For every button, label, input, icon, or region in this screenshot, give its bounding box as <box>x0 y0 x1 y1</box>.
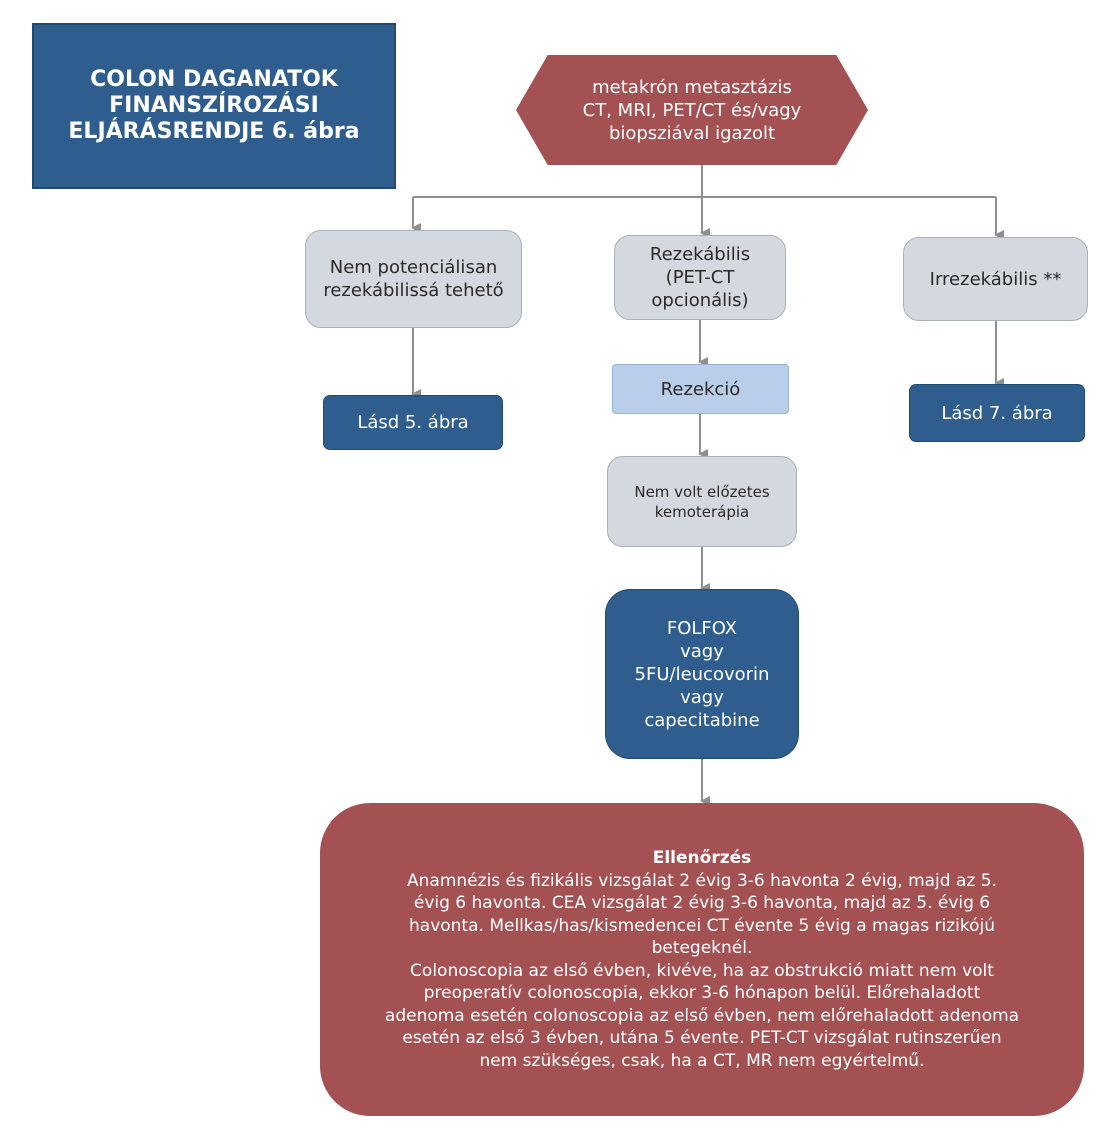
control-body: Anamnézis és fizikális vizsgálat 2 évig … <box>384 870 1020 1071</box>
start-node-metachronous-metastasis: metakrón metasztázis CT, MRI, PET/CT és/… <box>516 55 868 165</box>
node-see-figure-5: Lásd 5. ábra <box>324 396 502 449</box>
node-see-figure-7: Lásd 7. ábra <box>910 385 1084 441</box>
node-resection: Rezekció <box>612 364 789 414</box>
diagram-title: COLON DAGANATOK FINANSZÍROZÁSI ELJÁRÁSRE… <box>32 23 396 189</box>
node-not-potentially-resectable: Nem potenciálisan rezekábilissá tehető <box>305 230 522 328</box>
control-title: Ellenőrzés <box>652 848 752 868</box>
node-no-prior-chemotherapy: Nem volt előzetes kemoterápia <box>607 456 797 547</box>
node-chemotherapy-options: FOLFOX vagy 5FU/leucovorin vagy capecita… <box>606 590 798 758</box>
node-irresectable: Irrezekábilis ** <box>903 237 1088 321</box>
node-resectable: Rezekábilis (PET-CT opcionális) <box>614 235 786 320</box>
node-follow-up-control: Ellenőrzés Anamnézis és fizikális vizsgá… <box>320 803 1084 1116</box>
